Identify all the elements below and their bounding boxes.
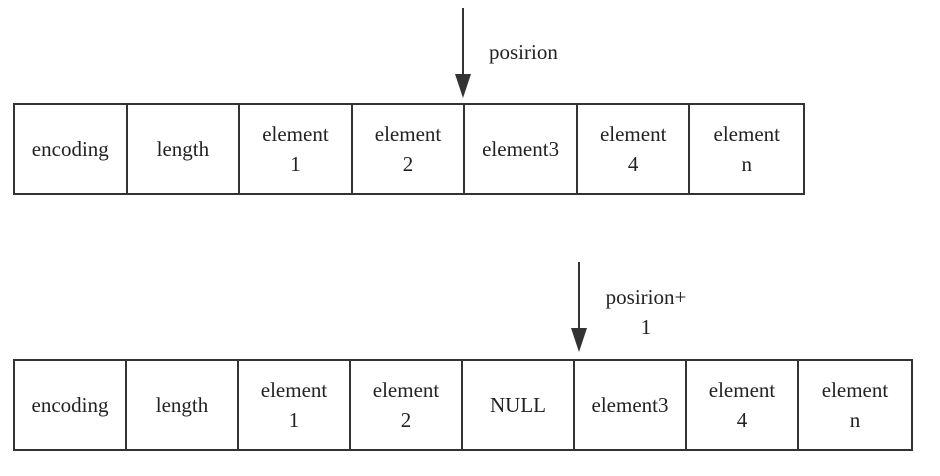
cell-element-1: element 1 [240,105,353,193]
position-plus-one-arrow-icon [569,262,589,354]
cell-null: NULL [463,361,575,449]
cell-element-2: element 2 [353,105,466,193]
position-label: posirion [489,40,558,64]
cell-encoding: encoding [15,105,128,193]
cell-element-3: element3 [465,105,578,193]
position-arrow-icon [453,8,473,100]
cell-element-n: element n [713,122,780,176]
position-plus-one-label: posirion+ 1 [605,285,687,339]
cell-element-1: element 1 [239,361,351,449]
cell-element-4: element 4 [687,361,799,449]
cell-element-n: element n [821,378,889,432]
cell-length: length [128,105,241,193]
cell-length: length [127,361,239,449]
list-before-insert: encoding length element 1 element 2 elem… [13,103,805,195]
cell-element-4: element 4 [578,105,691,193]
cell-encoding: encoding [15,361,127,449]
cell-element-2: element 2 [351,361,463,449]
cell-element-3: element3 [575,361,687,449]
list-after-insert: encoding length element 1 element 2 NULL… [13,359,913,451]
